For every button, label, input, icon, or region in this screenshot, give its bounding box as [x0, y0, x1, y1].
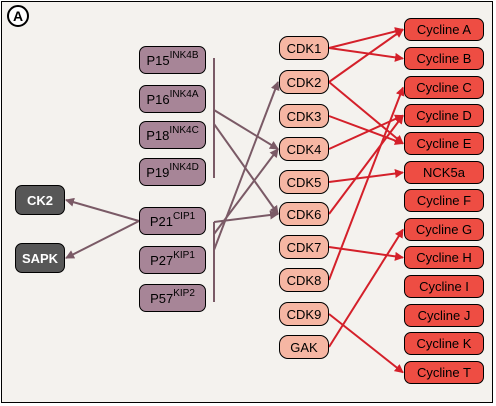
activation-edge-cdk5-to-nck5a [328, 169, 404, 183]
node-cdk8: CDK8 [279, 268, 329, 292]
node-nck5a-label: NCK5a [423, 165, 465, 180]
node-p18-base: P18 [146, 127, 170, 143]
inhibition-edge-ink4-group-to-cdk6 [213, 123, 279, 215]
node-p19-sup: INK4D [169, 161, 199, 173]
node-cdk6: CDK6 [279, 202, 329, 226]
node-cdk7: CDK7 [279, 235, 329, 259]
node-nck5a: NCK5a [404, 161, 484, 184]
activation-edge-cdk3-to-cycline-e [328, 115, 404, 145]
activation-edge-cdk9-to-cycline-t [328, 313, 404, 374]
activation-edge-cdk1-to-cycline-b [328, 47, 404, 62]
node-cdk1: CDK1 [279, 36, 329, 60]
node-cycline-f-label: Cycline F [416, 193, 472, 208]
activation-edge-cdk8-to-cycline-c [328, 86, 405, 281]
node-cycline-g-label: Cycline G [415, 222, 473, 237]
inhibition-edge-cip-kip-group-to-cdk2 [213, 81, 280, 251]
node-gak: GAK [279, 335, 329, 359]
node-gak-label: GAK [290, 339, 318, 355]
inhibition-edge-cip-kip-group-to-cdk6 [213, 210, 279, 223]
node-cycline-i: Cycline I [404, 275, 484, 298]
activation-edge-cdk2-to-cycline-a [328, 28, 404, 83]
node-cycline-i-label: Cycline I [419, 279, 469, 294]
node-cdk4: CDK4 [279, 137, 329, 161]
node-cycline-e-label: Cycline E [416, 136, 472, 151]
node-cdk9-label: CDK9 [286, 306, 322, 322]
node-cdk3-label: CDK3 [286, 108, 322, 124]
node-p19-base: P19 [146, 164, 170, 180]
node-cdk7-label: CDK7 [286, 239, 322, 255]
node-cycline-d: Cycline D [404, 104, 484, 127]
node-ck2-label: CK2 [26, 192, 53, 208]
node-p27-sup: KIP1 [173, 249, 195, 261]
node-cdk2-label: CDK2 [286, 74, 322, 90]
node-cycline-b-label: Cycline B [416, 51, 472, 66]
node-cycline-f: Cycline F [404, 189, 484, 212]
node-p21-sup: CIP1 [172, 210, 196, 222]
node-cycline-g: Cycline G [404, 218, 484, 241]
node-p57-sup: KIP2 [173, 287, 195, 299]
node-cdk8-label: CDK8 [286, 272, 322, 288]
node-cycline-c-label: Cycline C [416, 80, 472, 95]
node-sapk: SAPK [15, 243, 65, 273]
node-sapk-label: SAPK [21, 250, 59, 266]
activation-edge-cdk2-to-cycline-e [328, 81, 404, 145]
node-p57-base: P57 [150, 290, 174, 306]
node-cycline-k: Cycline K [404, 332, 484, 355]
activation-edge-cdk6-to-cycline-d [328, 114, 404, 215]
node-cdk5-label: CDK5 [286, 174, 322, 190]
panel-label: A [7, 5, 29, 27]
activation-edge-cdk1-to-cycline-a [328, 27, 404, 49]
node-cycline-c: Cycline C [404, 76, 484, 99]
node-ck2: CK2 [15, 185, 65, 215]
node-cycline-h-label: Cycline H [416, 250, 472, 265]
node-cycline-a-label: Cycline A [416, 22, 472, 37]
inhibition-edge-p21-to-sapk [65, 220, 140, 259]
inhibition-edge-ink4-group-to-cdk4 [213, 109, 279, 150]
node-p27-base: P27 [150, 252, 174, 268]
node-cycline-d-label: Cycline D [416, 108, 472, 123]
node-p15-base: P15 [146, 52, 170, 68]
node-cdk2: CDK2 [279, 70, 329, 94]
node-cdk4-label: CDK4 [286, 141, 322, 157]
node-cycline-j-label: Cycline J [417, 308, 471, 323]
node-cycline-t-label: Cycline T [417, 365, 471, 380]
node-cdk6-label: CDK6 [286, 206, 322, 222]
node-p16-base: P16 [146, 91, 170, 107]
node-cycline-k-label: Cycline K [416, 336, 472, 351]
node-cycline-a: Cycline A [404, 18, 484, 41]
node-p21-base: P21 [149, 213, 173, 229]
node-cycline-e: Cycline E [404, 132, 484, 155]
node-p15-sup: INK4B [169, 49, 199, 61]
node-p18-sup: INK4C [169, 124, 199, 136]
node-cdk1-label: CDK1 [286, 40, 322, 56]
activation-edge-gak-to-cycline-g [328, 228, 404, 348]
node-cycline-b: Cycline B [404, 47, 484, 70]
node-cdk5: CDK5 [279, 170, 329, 194]
inhibition-edge-p21-to-ck2 [65, 197, 140, 222]
node-p16-sup: INK4A [169, 88, 199, 100]
node-cdk3: CDK3 [279, 104, 329, 128]
node-cycline-j: Cycline J [404, 304, 484, 327]
node-cdk9: CDK9 [279, 302, 329, 326]
node-cycline-t: Cycline T [404, 361, 484, 384]
node-cycline-h: Cycline H [404, 246, 484, 269]
